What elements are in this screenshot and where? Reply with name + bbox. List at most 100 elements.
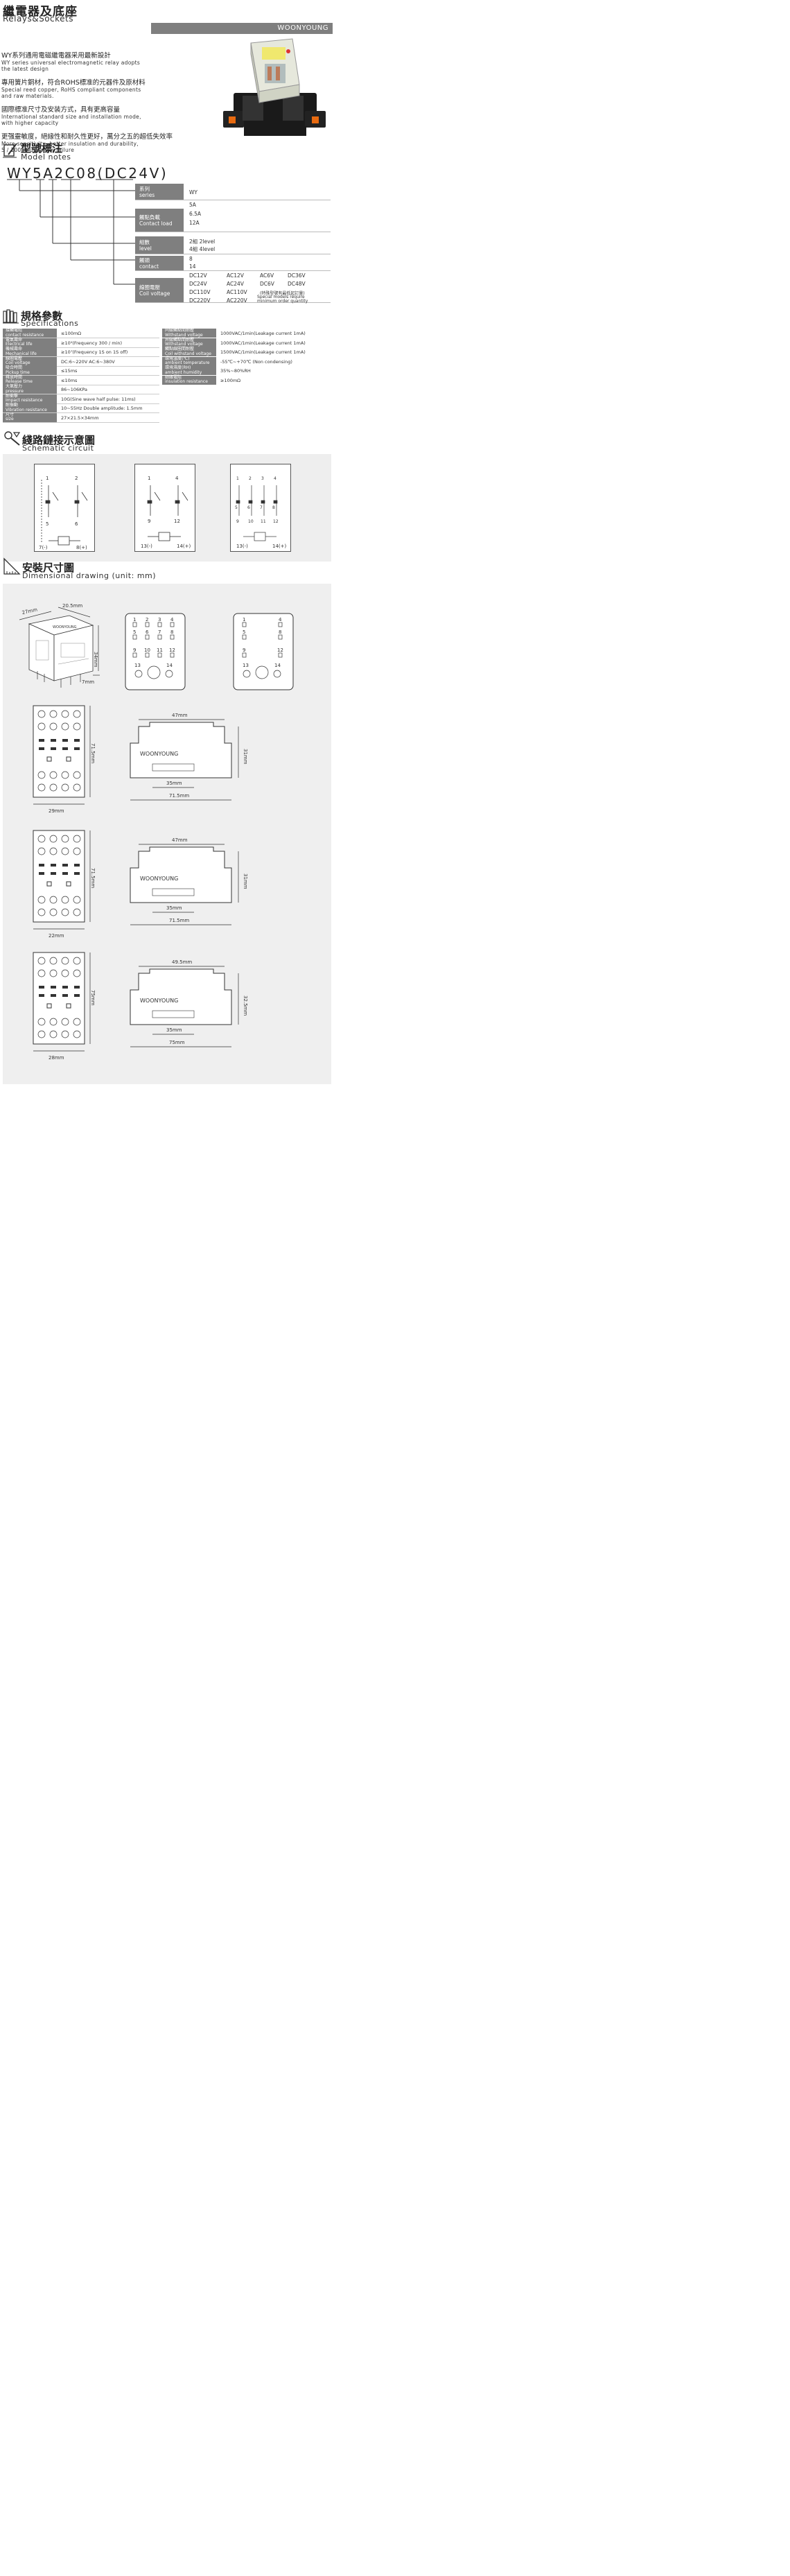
schematic-2pole-14pin: 1 4 9 12 13(-) 14(+): [134, 464, 195, 552]
svg-text:3: 3: [158, 617, 161, 623]
svg-text:20.5mm: 20.5mm: [62, 603, 82, 609]
svg-text:7mm: 7mm: [82, 679, 94, 685]
page-title: 繼電器及底座: [3, 5, 78, 19]
relay-product-image: [223, 38, 326, 136]
schematic-circuit-diagram: 1 2 5 6 7(-) 8(+): [39, 476, 88, 550]
model-code: WY5A2C08(DC24V): [7, 165, 168, 182]
spec-row: 環境溫度(℃)ambient temperature-55℃~+70℃ (Non…: [3, 356, 331, 367]
model-title: 型號標注: [21, 142, 63, 155]
brand-label: WOONYOUNG: [277, 24, 328, 32]
svg-text:8(+): 8(+): [76, 545, 87, 550]
schematic-area: 1 2 5 6 7(-) 8(+) 1 4 9 12: [3, 454, 331, 562]
svg-text:11: 11: [261, 519, 266, 524]
feature-list: WY系列通用電磁繼電器采用最新設計 WY series universal el…: [1, 50, 209, 153]
svg-text:22mm: 22mm: [49, 933, 64, 939]
svg-text:12: 12: [277, 647, 283, 653]
model-subtitle: Model notes: [21, 153, 71, 162]
schematic-2pole-8pin: 1 2 5 6 7(-) 8(+): [34, 464, 95, 552]
svg-text:35mm: 35mm: [166, 905, 182, 911]
svg-text:35mm: 35mm: [166, 1027, 182, 1033]
svg-text:71.5mm: 71.5mm: [90, 743, 96, 763]
svg-text:1: 1: [243, 617, 245, 623]
svg-text:75mm: 75mm: [169, 1040, 185, 1045]
svg-text:12: 12: [169, 647, 175, 653]
svg-text:27mm: 27mm: [21, 607, 38, 616]
svg-text:1: 1: [46, 476, 49, 481]
pin-layout-14pin-b: 1 4 5 8 9 12 13 14: [233, 613, 294, 690]
svg-text:32.5mm: 32.5mm: [243, 995, 248, 1016]
svg-text:2: 2: [146, 617, 148, 623]
wrench-icon: [4, 431, 21, 446]
svg-text:1: 1: [148, 476, 150, 481]
svg-text:31mm: 31mm: [243, 873, 248, 889]
svg-text:7(-): 7(-): [39, 545, 48, 550]
svg-text:WOONYOUNG: WOONYOUNG: [140, 998, 178, 1004]
svg-text:5: 5: [133, 629, 136, 635]
page-subtitle: Relays&Sockets: [3, 14, 73, 24]
svg-text:WOONYOUNG: WOONYOUNG: [140, 876, 178, 882]
svg-text:13: 13: [134, 663, 141, 668]
svg-text:4: 4: [279, 617, 282, 623]
feature-item: 更强靈敏度，絕緣性和耐久性更好，萬分之五的超低失效率 More sensitiv…: [1, 133, 173, 153]
svg-text:5: 5: [235, 505, 238, 510]
feature-item: 專用簧片銅材，符合ROHS標准的元器件及原材料 Special reed cop…: [1, 79, 146, 99]
ruler-icon: [3, 557, 21, 575]
dimensional-subtitle: Dimensional drawing (unit: mm): [22, 571, 157, 580]
specs-subtitle: Specifications: [21, 319, 79, 328]
svg-text:8: 8: [279, 629, 281, 635]
svg-text:2: 2: [75, 476, 78, 481]
svg-text:4: 4: [175, 476, 179, 481]
svg-text:WOONYOUNG: WOONYOUNG: [140, 751, 178, 757]
svg-text:12: 12: [174, 519, 180, 524]
schematic-title: 綫路鏈接示意圖: [22, 434, 96, 446]
schematic-circuit-diagram: 1 4 9 12 13(-) 14(+): [141, 476, 191, 549]
svg-text:11: 11: [157, 647, 163, 653]
svg-text:13(-): 13(-): [236, 543, 248, 549]
dimensional-area: 27mm 20.5mm 34mm 7mm WOONYOUNG 1 2 3 4 5…: [3, 584, 331, 1084]
header-bar: [151, 23, 333, 34]
feature-item: 國際標准尺寸及安装方式，具有更高容量 International standar…: [1, 106, 141, 126]
svg-text:13(-): 13(-): [141, 543, 152, 549]
svg-text:14: 14: [274, 663, 281, 668]
svg-text:75mm: 75mm: [90, 990, 96, 1006]
schematic-subtitle: Schematic circuit: [22, 444, 94, 453]
svg-text:14: 14: [166, 663, 173, 668]
svg-text:8: 8: [272, 505, 275, 510]
pencil-icon: [3, 143, 17, 158]
svg-text:12: 12: [273, 519, 279, 524]
svg-text:71.5mm: 71.5mm: [169, 793, 189, 799]
svg-text:28mm: 28mm: [49, 1055, 64, 1061]
feature-item: WY系列通用電磁繼電器采用最新設計 WY series universal el…: [1, 52, 141, 72]
svg-text:3: 3: [261, 476, 264, 481]
svg-text:6: 6: [247, 505, 250, 510]
svg-text:9: 9: [243, 647, 245, 653]
svg-text:6: 6: [146, 629, 149, 635]
svg-text:14(+): 14(+): [272, 543, 287, 549]
svg-text:6: 6: [75, 521, 78, 527]
svg-text:7: 7: [260, 505, 263, 510]
svg-text:47mm: 47mm: [172, 713, 188, 718]
books-icon: [3, 309, 19, 324]
schematic-circuit-diagram: 1 2 3 4 5 6 7 8 9 10 11 12 13(-) 14(+): [235, 476, 287, 549]
svg-text:35mm: 35mm: [166, 781, 182, 786]
svg-text:10: 10: [248, 519, 254, 524]
specs-title: 規格參數: [21, 310, 63, 322]
svg-text:7: 7: [158, 629, 161, 635]
